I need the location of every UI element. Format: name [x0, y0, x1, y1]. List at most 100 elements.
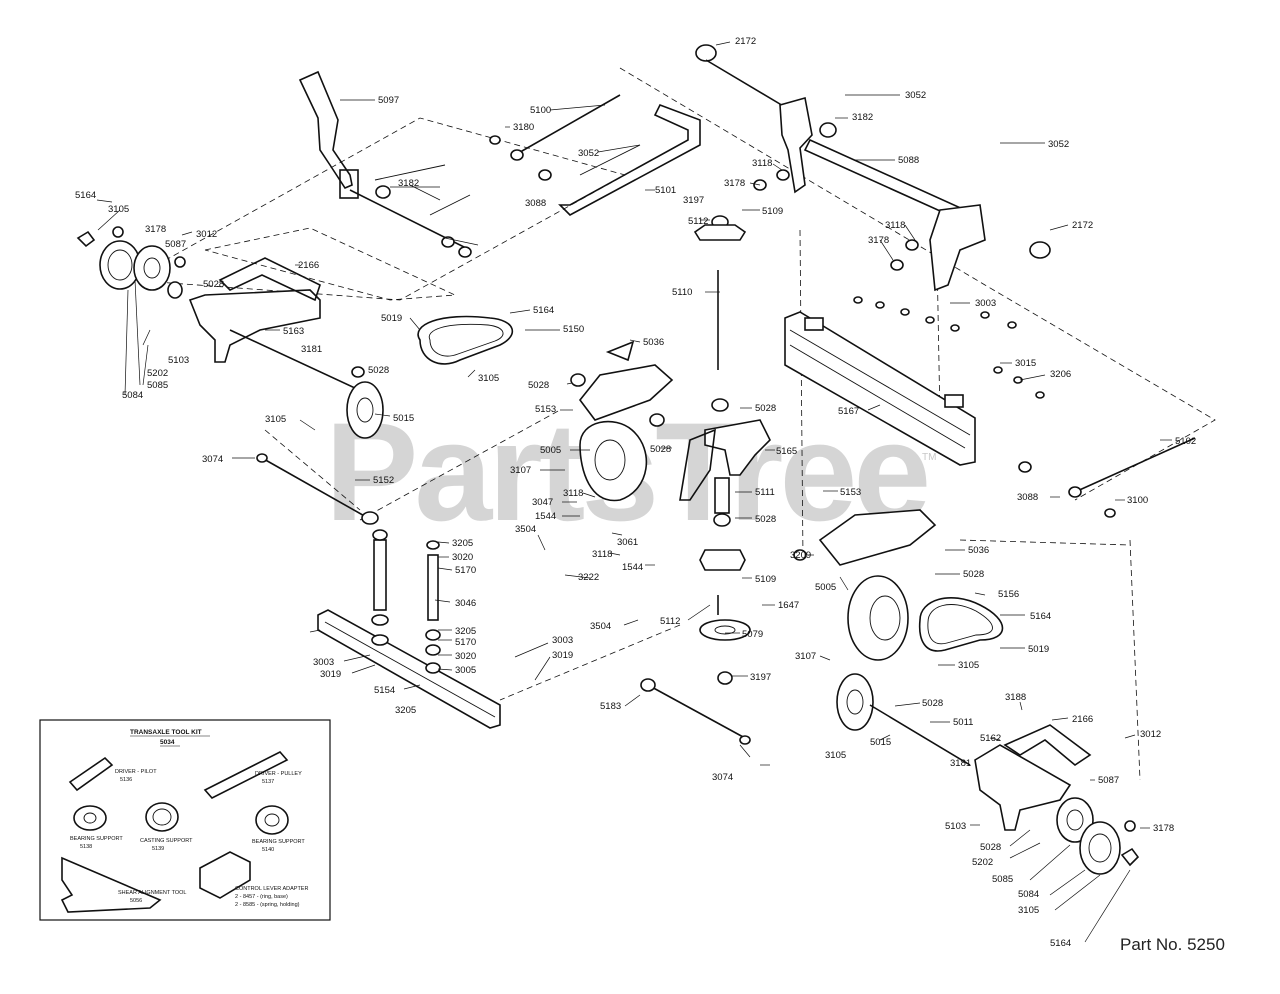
- dash-outline-top: [129, 117, 627, 301]
- callout: 5112: [688, 216, 708, 227]
- callout: 5109: [762, 206, 783, 217]
- callout: 5085: [147, 380, 168, 391]
- callout: 3105: [958, 660, 979, 671]
- part-number: Part No. 5250: [1120, 935, 1225, 954]
- callout: 3118: [885, 220, 905, 231]
- callout: 3107: [795, 651, 816, 662]
- housing-5153-right: [818, 509, 937, 566]
- frame-5167: [784, 311, 976, 466]
- kit-title: TRANSAXLE TOOL KIT: [130, 729, 202, 736]
- bearing-support-tool-1: [73, 805, 107, 831]
- callout: 3052: [578, 148, 599, 159]
- callout: 5087: [165, 239, 186, 250]
- pivot-bushing-3: [458, 246, 472, 258]
- svg-text:BEARING SUPPORT: BEARING SUPPORT: [70, 836, 123, 842]
- callout: 5028: [755, 514, 776, 525]
- control-lever: [298, 70, 353, 190]
- nut-5028-center: [570, 373, 586, 387]
- callout: 5112: [660, 616, 680, 627]
- bracket-right: [929, 204, 986, 292]
- chain-5019-right-inner: [927, 604, 993, 645]
- callout: 3178: [724, 178, 745, 189]
- svg-text:CONTROL LEVER ADAPTER: CONTROL LEVER ADAPTER: [235, 886, 308, 892]
- callout: 3107: [510, 465, 531, 476]
- callout: 3052: [905, 90, 926, 101]
- frame-block-1: [804, 317, 824, 331]
- callout: 5101: [655, 185, 676, 196]
- nut-3118-top: [776, 169, 790, 181]
- callout: 2172: [735, 36, 756, 47]
- callout: 3061: [617, 537, 638, 548]
- dash-outline-left: [204, 227, 457, 301]
- watermark-trademark: TM: [922, 452, 936, 463]
- svg-text:5140: 5140: [262, 847, 274, 853]
- callout: 5087: [1098, 775, 1119, 786]
- callout: 3178: [145, 224, 166, 235]
- shaft-end-5183: [640, 678, 656, 692]
- callout: 3197: [683, 195, 704, 206]
- shaft-5183: [647, 684, 746, 739]
- callout: 3052: [1048, 139, 1069, 150]
- spring-upper: [374, 164, 471, 216]
- callout: 5015: [393, 413, 414, 424]
- frame-5154-edge: [324, 621, 496, 718]
- housing-5153-left: [578, 364, 674, 421]
- svg-text:5139: 5139: [152, 846, 164, 852]
- lever-bracket: [339, 169, 359, 199]
- callout: 3205: [455, 626, 476, 637]
- callout: 5028: [368, 365, 389, 376]
- callout: 3205: [395, 705, 416, 716]
- callout: 5005: [815, 582, 836, 593]
- svg-text:DRIVER - PILOT: DRIVER - PILOT: [115, 769, 157, 775]
- callout: 3105: [825, 750, 846, 761]
- callout: 3088: [525, 198, 546, 209]
- dash-line-c: [1129, 539, 1141, 781]
- callout: 3188: [1005, 692, 1026, 703]
- shaft-5102: [1074, 437, 1196, 493]
- dash-line-f: [799, 229, 804, 561]
- callout: 3074: [202, 454, 223, 465]
- callout: 3504: [590, 621, 611, 632]
- knob-2172-top: [695, 44, 717, 62]
- callout: 5100: [530, 105, 551, 116]
- callout: 3019: [320, 669, 341, 680]
- sprocket-5015-left: [346, 366, 384, 439]
- callout: 5036: [968, 545, 989, 556]
- callout: 3118: [563, 488, 583, 499]
- callout: 3005: [455, 665, 476, 676]
- shaft-end-5102: [1068, 486, 1082, 498]
- callout: 5164: [75, 190, 96, 201]
- shift-bracket-5162: [974, 744, 1072, 831]
- callout-labels: 2172 3052 3182 5097 5100 3180 3052 3182 …: [75, 36, 1196, 949]
- knob-2172-right: [1029, 241, 1051, 259]
- frame-edge-1: [789, 329, 971, 436]
- callout: 3197: [750, 672, 771, 683]
- shaft-5152: [261, 457, 369, 519]
- svg-text:5137: 5137: [262, 779, 274, 785]
- callout: 5170: [455, 637, 476, 648]
- callout: 5028: [528, 380, 549, 391]
- callout: 5153: [535, 404, 556, 415]
- callout: 3118: [752, 158, 772, 169]
- callout: 3504: [515, 524, 536, 535]
- callout: 3003: [552, 635, 573, 646]
- control-lever-adapter-tool: [199, 851, 251, 899]
- shaft-end-5152: [361, 511, 379, 525]
- callout: 3020: [455, 651, 476, 662]
- pilot-driver-tool: [68, 756, 114, 792]
- nut-5028-center-2: [649, 413, 665, 427]
- callout: 3222: [578, 572, 599, 583]
- callout: 3105: [1018, 905, 1039, 916]
- callout: 3046: [455, 598, 476, 609]
- casting-support-tool: [145, 802, 179, 832]
- callout: 5164: [1050, 938, 1071, 949]
- callout: 5084: [122, 390, 143, 401]
- callout: 3182: [852, 112, 873, 123]
- callout: 5088: [898, 155, 919, 166]
- bolt-row-3003: [853, 296, 1045, 399]
- callout: 3180: [513, 122, 534, 133]
- callout: 5170: [455, 565, 476, 576]
- callout: 3088: [1017, 492, 1038, 503]
- svg-text:2 - 8585 - (spring, holding): 2 - 8585 - (spring, holding): [235, 902, 300, 908]
- callout: 5084: [1018, 889, 1039, 900]
